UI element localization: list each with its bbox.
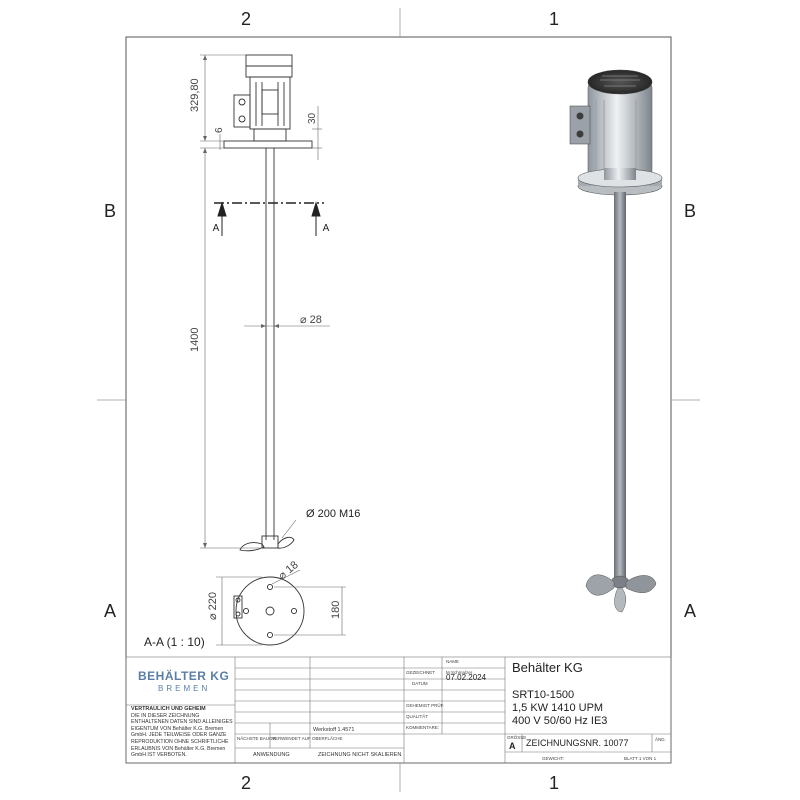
zone-left-a: A <box>104 601 116 621</box>
zone-right-b: B <box>684 201 696 221</box>
zone-ticks <box>97 8 700 792</box>
drawing-number: ZEICHNUNGSNR. 10077 <box>526 738 629 748</box>
dim-motor-height: 329,80 <box>189 78 201 112</box>
iso-impeller-blade-right <box>625 575 657 593</box>
revision-label: ÄND. <box>655 737 666 742</box>
drawn-value: M.Schmalzer <box>446 670 473 675</box>
zone-top-1: 1 <box>549 9 559 29</box>
zone-left-b: B <box>104 201 116 221</box>
dim-impeller: Ø 200 M16 <box>306 508 360 520</box>
comments-label: KOMMENTARE: <box>406 725 440 730</box>
drawn-label: GEZEICHNET <box>406 670 436 675</box>
section-view-label: A-A (1 : 10) <box>144 635 205 649</box>
used-on-label: VERWENDET AUF <box>272 736 311 741</box>
dimension-arrowheads <box>203 55 279 548</box>
dim-shaft-diameter: ⌀ 28 <box>300 314 322 326</box>
company-logo-line1: BEHÄLTER KG <box>138 669 230 683</box>
sheet-label: BLATT 1 VON 1 <box>624 756 657 761</box>
weight-label: GEWICHT: <box>542 756 564 761</box>
iso-shaft <box>614 192 626 580</box>
material-label: Werkstoff 1.4571 <box>313 727 355 733</box>
dim-flange-offset: 30 <box>307 112 318 124</box>
zone-right-a: A <box>684 601 696 621</box>
next-assy-label: NÄCHSTE BAUGR. <box>237 736 278 741</box>
section-dimension-lines <box>216 569 346 646</box>
size-label: GRÖSSE <box>507 735 527 740</box>
application-label: ANWENDUNG <box>253 752 290 758</box>
dim-flange-thickness: 6 <box>214 127 225 133</box>
name-header: NAME <box>446 659 460 664</box>
dim-flange-diameter: ⌀ 220 <box>207 592 219 620</box>
dimension-lines <box>200 54 330 549</box>
isometric-view <box>569 69 663 613</box>
section-arrow-label-left: A <box>213 223 220 234</box>
size-value: A <box>509 741 516 751</box>
iso-impeller-blade-front <box>614 587 626 613</box>
zone-bottom-2: 2 <box>241 773 251 793</box>
section-line-a-a <box>214 201 324 236</box>
legal-heading: VERTRAULICH UND GEHEIM <box>131 706 206 712</box>
spec-line1: 1,5 KW 1410 UPM <box>512 702 604 714</box>
checked-label: GEHEMIGT PRÜF. <box>406 703 445 708</box>
zone-bottom-1: 1 <box>549 773 559 793</box>
section-arrow-label-right: A <box>323 223 330 234</box>
iso-terminal-box <box>569 105 591 145</box>
iso-fan-cover <box>587 69 653 95</box>
dim-bolt-hole: ⌀ 18 <box>276 559 301 582</box>
section-view <box>233 576 305 646</box>
title-block-grid <box>125 656 672 764</box>
finish-label: OBERFLÄCHE <box>312 736 343 741</box>
company-title: Behälter KG <box>512 660 583 675</box>
iso-motor-body <box>587 81 653 179</box>
spec-line2: 400 V 50/60 Hz IE3 <box>512 715 608 727</box>
dim-shaft-length: 1400 <box>189 328 201 352</box>
company-logo-line2: BREMEN <box>158 684 211 693</box>
no-scale-label: ZEICHNUNG NICHT SKALIEREN <box>318 752 402 758</box>
date-label: DATUM <box>412 681 428 686</box>
legal-text: DIE IN DIESER ZEICHNUNG ENTHALTENEN DATE… <box>131 712 233 759</box>
date-value: 07.02.2024 <box>446 673 487 682</box>
iso-impeller-blade-left <box>585 574 615 596</box>
quality-label: QUALITÄT <box>406 714 429 719</box>
model-number: SRT10-1500 <box>512 689 575 701</box>
dim-flange-height: 180 <box>330 601 342 619</box>
zone-top-2: 2 <box>241 9 251 29</box>
front-view <box>223 54 313 552</box>
confidentiality-notice: VERTRAULICH UND GEHEIM DIE IN DIESER ZEI… <box>131 706 235 759</box>
